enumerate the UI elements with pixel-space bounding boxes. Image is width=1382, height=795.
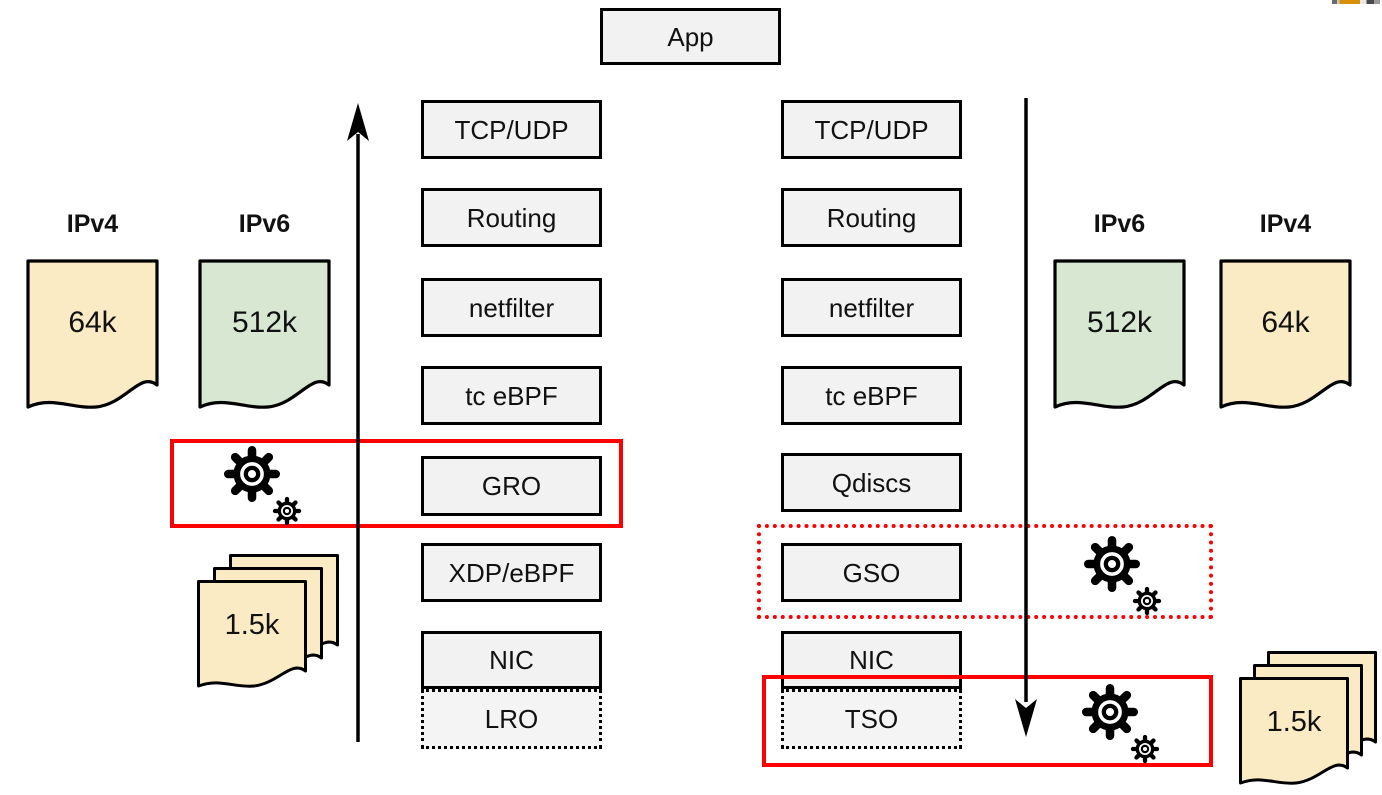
box-rx-gro: GRO — [421, 456, 602, 516]
ipv6-packet-document: 512k — [197, 258, 332, 413]
box-rx-tc-ebpf: tc eBPF — [421, 366, 602, 425]
box-rx-xdp-ebpf: XDP/eBPF — [421, 543, 602, 602]
packet-size: 1.5k — [1266, 705, 1322, 738]
packet-size: 512k — [231, 305, 298, 339]
box-tx-tcp-udp: TCP/UDP — [781, 100, 962, 159]
packet-size: 512k — [1086, 305, 1153, 339]
cropped-image-sliver — [1332, 0, 1380, 4]
ipv4-packet-document: 64k — [1218, 258, 1353, 413]
tso-highlight-box — [762, 675, 1213, 767]
box-tx-gso: GSO — [781, 543, 962, 602]
gears-icon — [202, 430, 307, 530]
gso-highlight-box — [757, 524, 1213, 619]
packet-size: 1.5k — [224, 608, 280, 641]
ipv4-label: IPv4 — [66, 210, 119, 238]
box-tx-qdiscs: Qdiscs — [781, 453, 962, 512]
box-app: App — [600, 8, 781, 65]
gears-icon — [1062, 520, 1167, 620]
box-rx-lro: LRO — [421, 689, 602, 749]
rx-arrow-up — [347, 103, 369, 742]
gears-icon — [1060, 668, 1165, 768]
tx-arrow-down — [1015, 98, 1037, 737]
box-rx-routing: Routing — [421, 188, 602, 247]
box-tx-tso: TSO — [781, 689, 962, 749]
ipv6-packet-document: 512k — [1052, 258, 1187, 413]
box-rx-netfilter: netfilter — [421, 278, 602, 337]
packet-size: 64k — [68, 305, 117, 339]
box-rx-tcp-udp: TCP/UDP — [421, 100, 602, 159]
packet-size: 64k — [1261, 305, 1310, 339]
ipv4-label: IPv4 — [1259, 210, 1312, 238]
ipv4-packet-document: 64k — [25, 258, 160, 413]
mtu-packet-stack: 1.5k — [1238, 650, 1382, 795]
gro-highlight-box — [170, 439, 623, 528]
box-tx-routing: Routing — [781, 188, 962, 247]
ipv6-label: IPv6 — [1093, 210, 1146, 238]
box-tx-nic: NIC — [781, 631, 962, 689]
box-tx-tc-ebpf: tc eBPF — [781, 366, 962, 425]
ipv6-label: IPv6 — [238, 210, 291, 238]
mtu-packet-stack: 1.5k — [196, 553, 342, 699]
box-tx-netfilter: netfilter — [781, 278, 962, 337]
box-rx-nic: NIC — [421, 631, 602, 689]
